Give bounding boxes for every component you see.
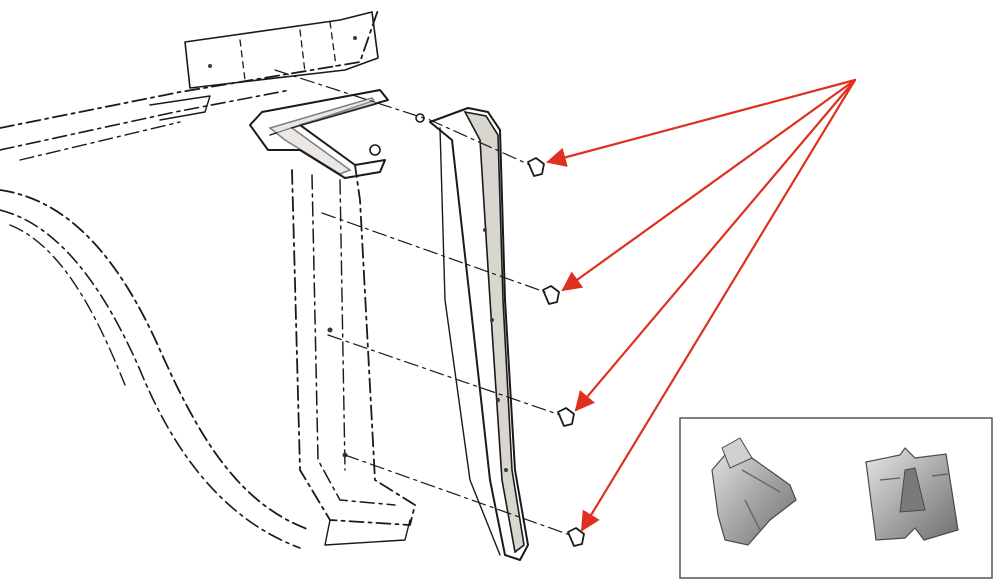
- inset-photo-box: [679, 417, 993, 579]
- callout-arrow-4: [580, 78, 857, 532]
- hinge-pillar: [249, 89, 425, 546]
- retainer-clip-front-view: [865, 447, 959, 541]
- retainer-clip-angled-view: [711, 437, 797, 546]
- callout-arrows: [546, 78, 857, 532]
- callout-arrow-2: [561, 78, 857, 292]
- assembly-lines: [274, 69, 571, 536]
- cowl-panel: [0, 9, 379, 161]
- weatherstrip-seal: [429, 107, 529, 561]
- diagram-clips: [527, 157, 585, 547]
- callout-arrow-1: [546, 78, 857, 167]
- callout-arrow-3: [574, 78, 857, 412]
- fender-arch: [0, 189, 311, 549]
